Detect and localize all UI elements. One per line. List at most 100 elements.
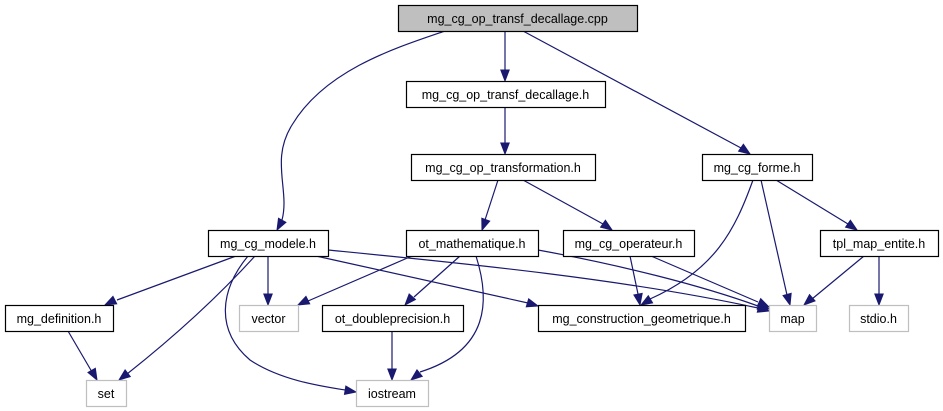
edge-ot-mathematique-h-to-ot-doubleprecision-h bbox=[404, 255, 461, 307]
arrowhead-icon bbox=[296, 295, 311, 306]
node-label: mg_construction_geometrique.h bbox=[552, 312, 731, 326]
node-box bbox=[848, 304, 910, 333]
node-box bbox=[355, 379, 430, 408]
edge-mg-cg-op-transf-decallage-cpp-to-mg-cg-op-transf-decallage-h bbox=[500, 31, 510, 83]
node-box bbox=[405, 229, 540, 258]
edge-mg-cg-operateur-h-to-map bbox=[650, 255, 771, 308]
node-box bbox=[819, 229, 940, 258]
node-box bbox=[410, 153, 597, 182]
node-mg-cg-op-transformation-h[interactable]: mg_cg_op_transformation.h bbox=[410, 153, 597, 182]
edge-line bbox=[775, 179, 849, 225]
edge-mg-cg-modele-h-to-set bbox=[117, 255, 256, 381]
node-mg-cg-modele-h[interactable]: mg_cg_modele.h bbox=[207, 229, 330, 258]
arrowhead-icon bbox=[87, 367, 98, 382]
edge-mg-cg-op-transformation-h-to-ot-mathematique-h bbox=[481, 179, 499, 232]
node-ot-mathematique-h[interactable]: ot_mathematique.h bbox=[405, 229, 540, 258]
node-label: mg_cg_operateur.h bbox=[575, 237, 683, 251]
edge-mg-definition-h-to-set bbox=[67, 330, 98, 382]
edge-ot-mathematique-h-to-iostream bbox=[409, 255, 484, 381]
node-label: mg_cg_forme.h bbox=[714, 161, 801, 175]
arrowhead-icon bbox=[276, 217, 287, 232]
edge-line bbox=[67, 330, 93, 373]
arrowhead-icon bbox=[263, 293, 273, 307]
node-label: tpl_map_entite.h bbox=[833, 237, 925, 251]
edge-line bbox=[126, 255, 256, 375]
node-map: map bbox=[768, 304, 818, 333]
node-ot-doubleprecision-h[interactable]: ot_doubleprecision.h bbox=[321, 304, 465, 333]
node-mg-cg-op-transf-decallage-h[interactable]: mg_cg_op_transf_decallage.h bbox=[405, 80, 607, 109]
node-tpl-map-entite-h[interactable]: tpl_map_entite.h bbox=[819, 229, 940, 258]
edge-mg-cg-forme-h-to-mg-construction-geometrique-h bbox=[639, 179, 754, 306]
node-label: mg_cg_op_transf_decallage.h bbox=[422, 88, 590, 102]
arrowhead-icon bbox=[500, 142, 510, 156]
edge-line bbox=[811, 255, 865, 300]
edge-line bbox=[629, 255, 639, 295]
arrowhead-icon bbox=[481, 217, 491, 232]
node-box bbox=[238, 304, 300, 333]
edge-line bbox=[280, 30, 446, 221]
edges-layer bbox=[67, 30, 884, 395]
edge-mg-cg-operateur-h-to-mg-construction-geometrique-h bbox=[629, 255, 643, 307]
node-label: ot_doubleprecision.h bbox=[335, 312, 450, 326]
arrowhead-icon bbox=[103, 295, 118, 306]
edge-tpl-map-entite-h-to-map bbox=[802, 255, 865, 306]
edge-line bbox=[116, 255, 237, 301]
node-box bbox=[768, 304, 818, 333]
arrowhead-icon bbox=[599, 219, 614, 231]
arrowhead-icon bbox=[782, 292, 792, 307]
node-label: vector bbox=[251, 312, 285, 326]
arrowhead-icon bbox=[633, 292, 643, 307]
arrowhead-icon bbox=[117, 369, 132, 381]
node-box bbox=[85, 379, 128, 408]
edge-line bbox=[419, 255, 484, 373]
node-iostream: iostream bbox=[355, 379, 430, 408]
edge-line bbox=[413, 255, 461, 298]
node-box bbox=[4, 304, 115, 333]
edge-tpl-map-entite-h-to-stdio-h bbox=[874, 256, 884, 307]
node-mg-cg-forme-h[interactable]: mg_cg_forme.h bbox=[701, 153, 814, 182]
node-mg-cg-op-transf-decallage-cpp[interactable]: mg_cg_op_transf_decallage.cpp bbox=[397, 4, 639, 33]
node-label: map bbox=[780, 312, 804, 326]
node-box bbox=[562, 229, 696, 258]
edge-mg-cg-op-transformation-h-to-mg-cg-operateur-h bbox=[522, 179, 614, 231]
node-mg-construction-geometrique-h[interactable]: mg_construction_geometrique.h bbox=[537, 304, 747, 333]
arrowhead-icon bbox=[639, 294, 654, 306]
node-set: set bbox=[85, 379, 128, 408]
edge-line bbox=[650, 255, 759, 303]
edge-line bbox=[484, 179, 499, 221]
edge-ot-mathematique-h-to-map bbox=[537, 249, 771, 310]
edge-line bbox=[522, 30, 742, 149]
edge-mg-cg-modele-h-to-mg-definition-h bbox=[103, 255, 237, 306]
node-label: mg_cg_modele.h bbox=[220, 237, 316, 251]
arrowhead-icon bbox=[404, 293, 417, 307]
edge-mg-cg-forme-h-to-map bbox=[760, 179, 792, 307]
node-box bbox=[537, 304, 747, 333]
arrowhead-icon bbox=[387, 368, 397, 382]
node-label: iostream bbox=[368, 387, 416, 401]
edge-line bbox=[522, 179, 604, 225]
edge-line bbox=[224, 255, 346, 391]
edge-line bbox=[315, 255, 529, 304]
node-mg-definition-h[interactable]: mg_definition.h bbox=[4, 304, 115, 333]
node-label: ot_mathematique.h bbox=[418, 237, 525, 251]
edge-mg-cg-op-transf-decallage-cpp-to-mg-cg-modele-h bbox=[276, 30, 446, 232]
arrowhead-icon bbox=[409, 368, 424, 381]
node-label: mg_definition.h bbox=[17, 312, 102, 326]
arrowhead-icon bbox=[500, 69, 510, 83]
node-box bbox=[397, 4, 639, 33]
edge-mg-cg-modele-h-to-vector bbox=[263, 256, 273, 307]
node-mg-cg-operateur-h[interactable]: mg_cg_operateur.h bbox=[562, 229, 696, 258]
edge-ot-mathematique-h-to-vector bbox=[296, 255, 413, 306]
edge-line bbox=[649, 179, 754, 300]
nodes-layer: mg_cg_op_transf_decallage.cpp mg_cg_op_tr… bbox=[4, 4, 940, 408]
node-label: set bbox=[98, 387, 115, 401]
edge-mg-cg-op-transf-decallage-cpp-to-mg-cg-forme-h bbox=[522, 30, 752, 155]
node-label: stdio.h bbox=[860, 312, 897, 326]
edge-mg-cg-forme-h-to-tpl-map-entite-h bbox=[775, 179, 859, 231]
node-vector: vector bbox=[238, 304, 300, 333]
arrowhead-icon bbox=[844, 219, 859, 231]
arrowhead-icon bbox=[802, 293, 816, 306]
node-label: mg_cg_op_transformation.h bbox=[425, 161, 581, 175]
arrowhead-icon bbox=[343, 385, 358, 395]
